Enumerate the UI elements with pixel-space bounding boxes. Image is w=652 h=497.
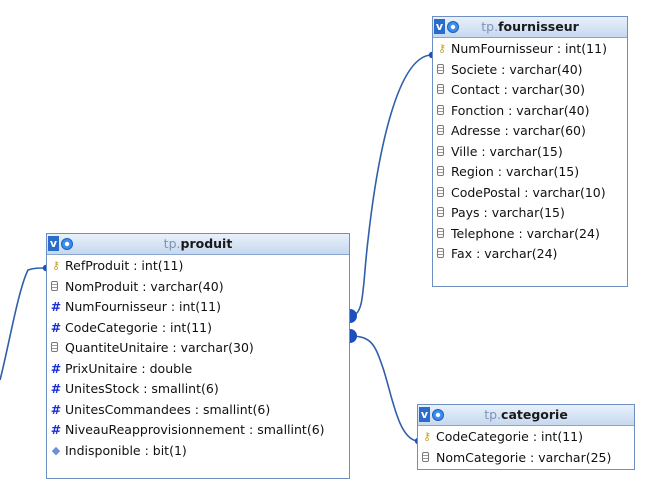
field-row[interactable]: ⚷ NumFournisseur : int(11) [433, 39, 627, 60]
table-name: categorie [501, 407, 568, 422]
numeric-field-icon: # [50, 401, 62, 417]
field-icon [437, 227, 444, 238]
field-row[interactable]: Fonction : varchar(40) [433, 101, 627, 122]
numeric-field-icon: # [50, 319, 62, 335]
field-row[interactable]: Pays : varchar(15) [433, 203, 627, 224]
table-categorie[interactable]: v tp.categorie ⚷ CodeCategorie : int(11) N… [417, 404, 635, 470]
gear-icon [61, 238, 73, 250]
primary-key-icon: ⚷ [51, 259, 61, 272]
view-icon: v [419, 407, 430, 422]
field-icon [437, 104, 444, 115]
field-label: Pays : varchar(15) [451, 205, 565, 220]
field-label: Ville : varchar(15) [451, 143, 563, 159]
schema-name: tp [481, 19, 495, 34]
field-row[interactable]: ⚷ RefProduit : int(11) [47, 256, 349, 277]
field-row[interactable]: Societe : varchar(40) [433, 60, 627, 81]
field-icon [437, 207, 444, 217]
numeric-field-icon: # [50, 299, 62, 314]
table-header[interactable]: v tp.fournisseur [433, 17, 627, 38]
connector-produit-fournisseur [350, 309, 357, 323]
field-label: NumFournisseur : int(11) [451, 41, 607, 56]
field-list: ⚷ CodeCategorie : int(11) NomCategorie : v… [418, 426, 634, 468]
field-label: Contact : varchar(30) [451, 82, 585, 97]
field-label: Fax : varchar(24) [451, 246, 558, 261]
field-row[interactable]: #CodeCategorie : int(11) [47, 318, 349, 339]
field-label: QuantiteUnitaire : varchar(30) [65, 340, 254, 355]
primary-key-icon: ⚷ [422, 430, 432, 443]
field-row[interactable]: Telephone : varchar(24) [433, 224, 627, 245]
field-label: CodePostal : varchar(10) [451, 184, 606, 200]
link-external-produit[interactable] [0, 267, 46, 381]
field-row[interactable]: Contact : varchar(30) [433, 80, 627, 101]
field-label: CodeCategorie : int(11) [65, 319, 212, 335]
field-row[interactable]: Adresse : varchar(60) [433, 121, 627, 142]
field-row[interactable]: QuantiteUnitaire : varchar(30) [47, 338, 349, 359]
table-name: fournisseur [498, 19, 579, 34]
field-label: Societe : varchar(40) [451, 61, 583, 77]
field-icon [437, 63, 444, 74]
field-icon [422, 451, 429, 462]
view-icon: v [48, 236, 59, 251]
field-row[interactable]: NomCategorie : varchar(25) [418, 448, 634, 469]
table-produit[interactable]: v tp.produit ⚷ RefProduit : int(11) NomPro… [46, 233, 350, 479]
table-fournisseur[interactable]: v tp.fournisseur ⚷ NumFournisseur : int(1… [432, 16, 628, 287]
field-label: Indisponible : bit(1) [65, 442, 187, 458]
table-header[interactable]: v tp.produit [47, 234, 349, 255]
field-label: PrixUnitaire : double [65, 360, 193, 376]
field-icon [437, 186, 444, 197]
field-label: Region : varchar(15) [451, 164, 580, 179]
field-label: Adresse : varchar(60) [451, 123, 586, 138]
gear-icon [447, 21, 459, 33]
gear-icon [432, 409, 444, 421]
field-icon [437, 125, 444, 135]
schema-name: tp [163, 236, 177, 251]
connector-produit-categorie [350, 329, 357, 343]
field-label: Fonction : varchar(40) [451, 102, 590, 118]
numeric-field-icon: # [50, 360, 62, 376]
field-icon [437, 166, 444, 176]
field-label: RefProduit : int(11) [65, 258, 184, 273]
field-row[interactable]: #NiveauReapprovisionnement : smallint(6) [47, 420, 349, 441]
field-label: NomCategorie : varchar(25) [436, 449, 612, 465]
table-header[interactable]: v tp.categorie [418, 405, 634, 426]
numeric-field-icon: # [50, 422, 62, 437]
primary-key-icon: ⚷ [437, 42, 447, 55]
field-label: UnitesCommandees : smallint(6) [65, 401, 271, 417]
field-icon [437, 248, 444, 258]
field-icon [437, 84, 444, 94]
field-label: NiveauReapprovisionnement : smallint(6) [65, 422, 325, 437]
field-row[interactable]: ◆ Indisponible : bit(1) [47, 441, 349, 462]
field-icon [51, 342, 58, 352]
field-label: UnitesStock : smallint(6) [65, 381, 219, 396]
field-icon [51, 280, 58, 291]
field-row[interactable]: #NumFournisseur : int(11) [47, 297, 349, 318]
schema-name: tp [484, 407, 498, 422]
field-list: ⚷ RefProduit : int(11) NomProduit : varcha… [47, 255, 349, 461]
field-label: CodeCategorie : int(11) [436, 429, 583, 444]
field-list: ⚷ NumFournisseur : int(11) Societe : varch… [433, 38, 627, 265]
numeric-field-icon: # [50, 381, 62, 396]
field-row[interactable]: CodePostal : varchar(10) [433, 183, 627, 204]
field-row[interactable]: Ville : varchar(15) [433, 142, 627, 163]
field-icon [437, 145, 444, 156]
link-produit-categorie[interactable] [349, 335, 418, 442]
field-row[interactable]: Fax : varchar(24) [433, 244, 627, 265]
link-produit-fournisseur[interactable] [349, 54, 433, 317]
field-label: NumFournisseur : int(11) [65, 299, 221, 314]
field-row[interactable]: #PrixUnitaire : double [47, 359, 349, 380]
field-row[interactable]: #UnitesStock : smallint(6) [47, 379, 349, 400]
field-label: Telephone : varchar(24) [451, 225, 600, 241]
field-row[interactable]: NomProduit : varchar(40) [47, 277, 349, 298]
field-row[interactable]: Region : varchar(15) [433, 162, 627, 183]
field-row[interactable]: ⚷ CodeCategorie : int(11) [418, 427, 634, 448]
field-label: NomProduit : varchar(40) [65, 278, 224, 294]
field-row[interactable]: #UnitesCommandees : smallint(6) [47, 400, 349, 421]
bit-field-icon: ◆ [51, 443, 61, 457]
view-icon: v [434, 19, 445, 34]
table-name: produit [180, 236, 233, 251]
